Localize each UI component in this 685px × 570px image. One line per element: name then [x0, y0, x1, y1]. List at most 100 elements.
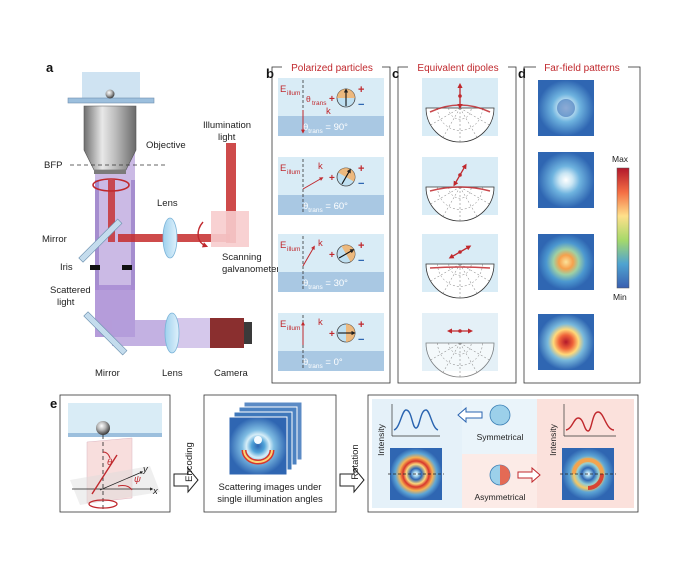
e1-psi: ψ [134, 474, 141, 485]
asym-arrow [517, 466, 541, 484]
charge-minus: − [358, 99, 364, 111]
theta-trans-label: θ [306, 94, 311, 104]
colorbar-max: Max [612, 154, 629, 164]
charge-minus: − [358, 255, 364, 267]
far-field-pattern-30 [538, 234, 594, 290]
asym-image-bright-arc [572, 458, 604, 475]
label-scattered-2: light [57, 297, 75, 308]
camera-body [210, 318, 244, 348]
sym-sphere [489, 404, 511, 426]
row-bg-top [278, 313, 384, 351]
dipole-center [458, 173, 462, 177]
encoding-arrow: Encoding [173, 442, 199, 494]
charge-minus: − [358, 178, 364, 190]
row-bg-top [278, 157, 384, 195]
sym-label: Symmetrical [477, 432, 524, 442]
scanning-galvanometer [211, 211, 249, 247]
panel-e2-frame [203, 394, 337, 513]
lens-top [162, 217, 178, 259]
asym-intensity-curve [565, 411, 615, 432]
emission-curve [429, 186, 491, 192]
charge-plus: + [329, 94, 335, 105]
hemisphere-grid [437, 107, 483, 131]
panel-e-stack: Scattering images under single illuminat… [203, 394, 337, 513]
hemisphere-grid [448, 186, 472, 199]
asym-label: Asymmetrical [474, 492, 525, 502]
stack-caption-2: single illumination angles [217, 494, 323, 505]
hemisphere-grid [442, 107, 461, 138]
k-label: k [318, 317, 323, 328]
e1-beam [91, 454, 118, 495]
k-vector [302, 245, 315, 267]
e1-plane-red [86, 437, 133, 504]
stack-image-front [228, 416, 288, 476]
dipole-center [458, 94, 462, 98]
panel-letter-d: d [518, 66, 526, 81]
panel-d-title: Far-field patterns [544, 63, 620, 74]
hemisphere-grid [437, 263, 483, 287]
beam-edge [95, 180, 99, 290]
label-objective: Objective [146, 140, 186, 151]
panel-e3-frame [367, 394, 639, 513]
panel-c-rows [422, 78, 498, 378]
label-iris: Iris [60, 262, 73, 273]
e1-particle [96, 421, 110, 435]
charge-plus: + [358, 319, 364, 331]
sym-arrow [457, 406, 483, 424]
colorbar [616, 167, 630, 289]
encoding-label: Encoding [184, 442, 195, 482]
row-bg-band [278, 195, 384, 215]
e1-theta: θ [107, 457, 113, 468]
theta-row-label: θtrans = 30° [303, 278, 348, 291]
rotation-arrow-shape [339, 466, 365, 494]
charge-plus: + [358, 163, 364, 175]
panel-letter-c: c [392, 66, 399, 81]
panel-b-title-bg [282, 60, 382, 74]
far-field-pattern-0 [538, 314, 594, 370]
dipole-center [458, 329, 462, 333]
charge-plus: + [329, 329, 335, 340]
theta-row-label: θtrans = 0° [303, 357, 343, 370]
coverslip [67, 97, 155, 104]
k-vector [302, 177, 324, 190]
hemisphere-grid [448, 107, 472, 120]
sym-axes [391, 404, 440, 437]
hemisphere-grid [459, 342, 478, 373]
panel-c-title-bg [408, 60, 508, 74]
hemisphere-grid [442, 263, 461, 294]
sym-intensity-curve [393, 409, 439, 431]
beam-horizontal [112, 320, 172, 346]
hemisphere-grid [430, 107, 461, 126]
far-field-pattern-60 [538, 152, 594, 208]
e-illum-sub: illum [287, 246, 300, 253]
panel-e-analysis: Intensity Symmetrical Asymmetrical Inten… [367, 394, 639, 513]
stack-crescent-inner [243, 449, 273, 463]
e1-plane-grey [70, 466, 160, 505]
panel-e1-frame [59, 394, 171, 513]
e-illum-sub: illum [287, 90, 300, 97]
row-bg-top [278, 78, 384, 116]
hemisphere-grid [430, 186, 461, 205]
row-bg-band [278, 272, 384, 292]
stack-center [254, 436, 262, 444]
e1-sample [68, 403, 162, 433]
particle-sphere [105, 89, 115, 99]
rotation-label: Rotation [350, 444, 361, 479]
hemisphere-grid [442, 342, 461, 373]
theta-row-label: θtrans = 60° [303, 201, 348, 214]
hemisphere-grid [448, 342, 472, 355]
label-scattered-1: Scattered [50, 285, 91, 296]
encoding-arrow-shape [173, 466, 199, 494]
e1-coverslip [68, 433, 162, 437]
far-field-center-dark [557, 99, 575, 117]
e1-theta-arc [102, 451, 111, 459]
objective-lens [83, 105, 137, 171]
hemisphere-grid [430, 342, 461, 361]
label-illumination-1: Illumination [203, 120, 251, 131]
iris-right [122, 265, 132, 270]
e1-x-label: x [152, 486, 159, 497]
hemisphere-grid [437, 186, 483, 210]
panel-a-setup: Objective BFP Illumination light Scannin… [42, 72, 280, 379]
